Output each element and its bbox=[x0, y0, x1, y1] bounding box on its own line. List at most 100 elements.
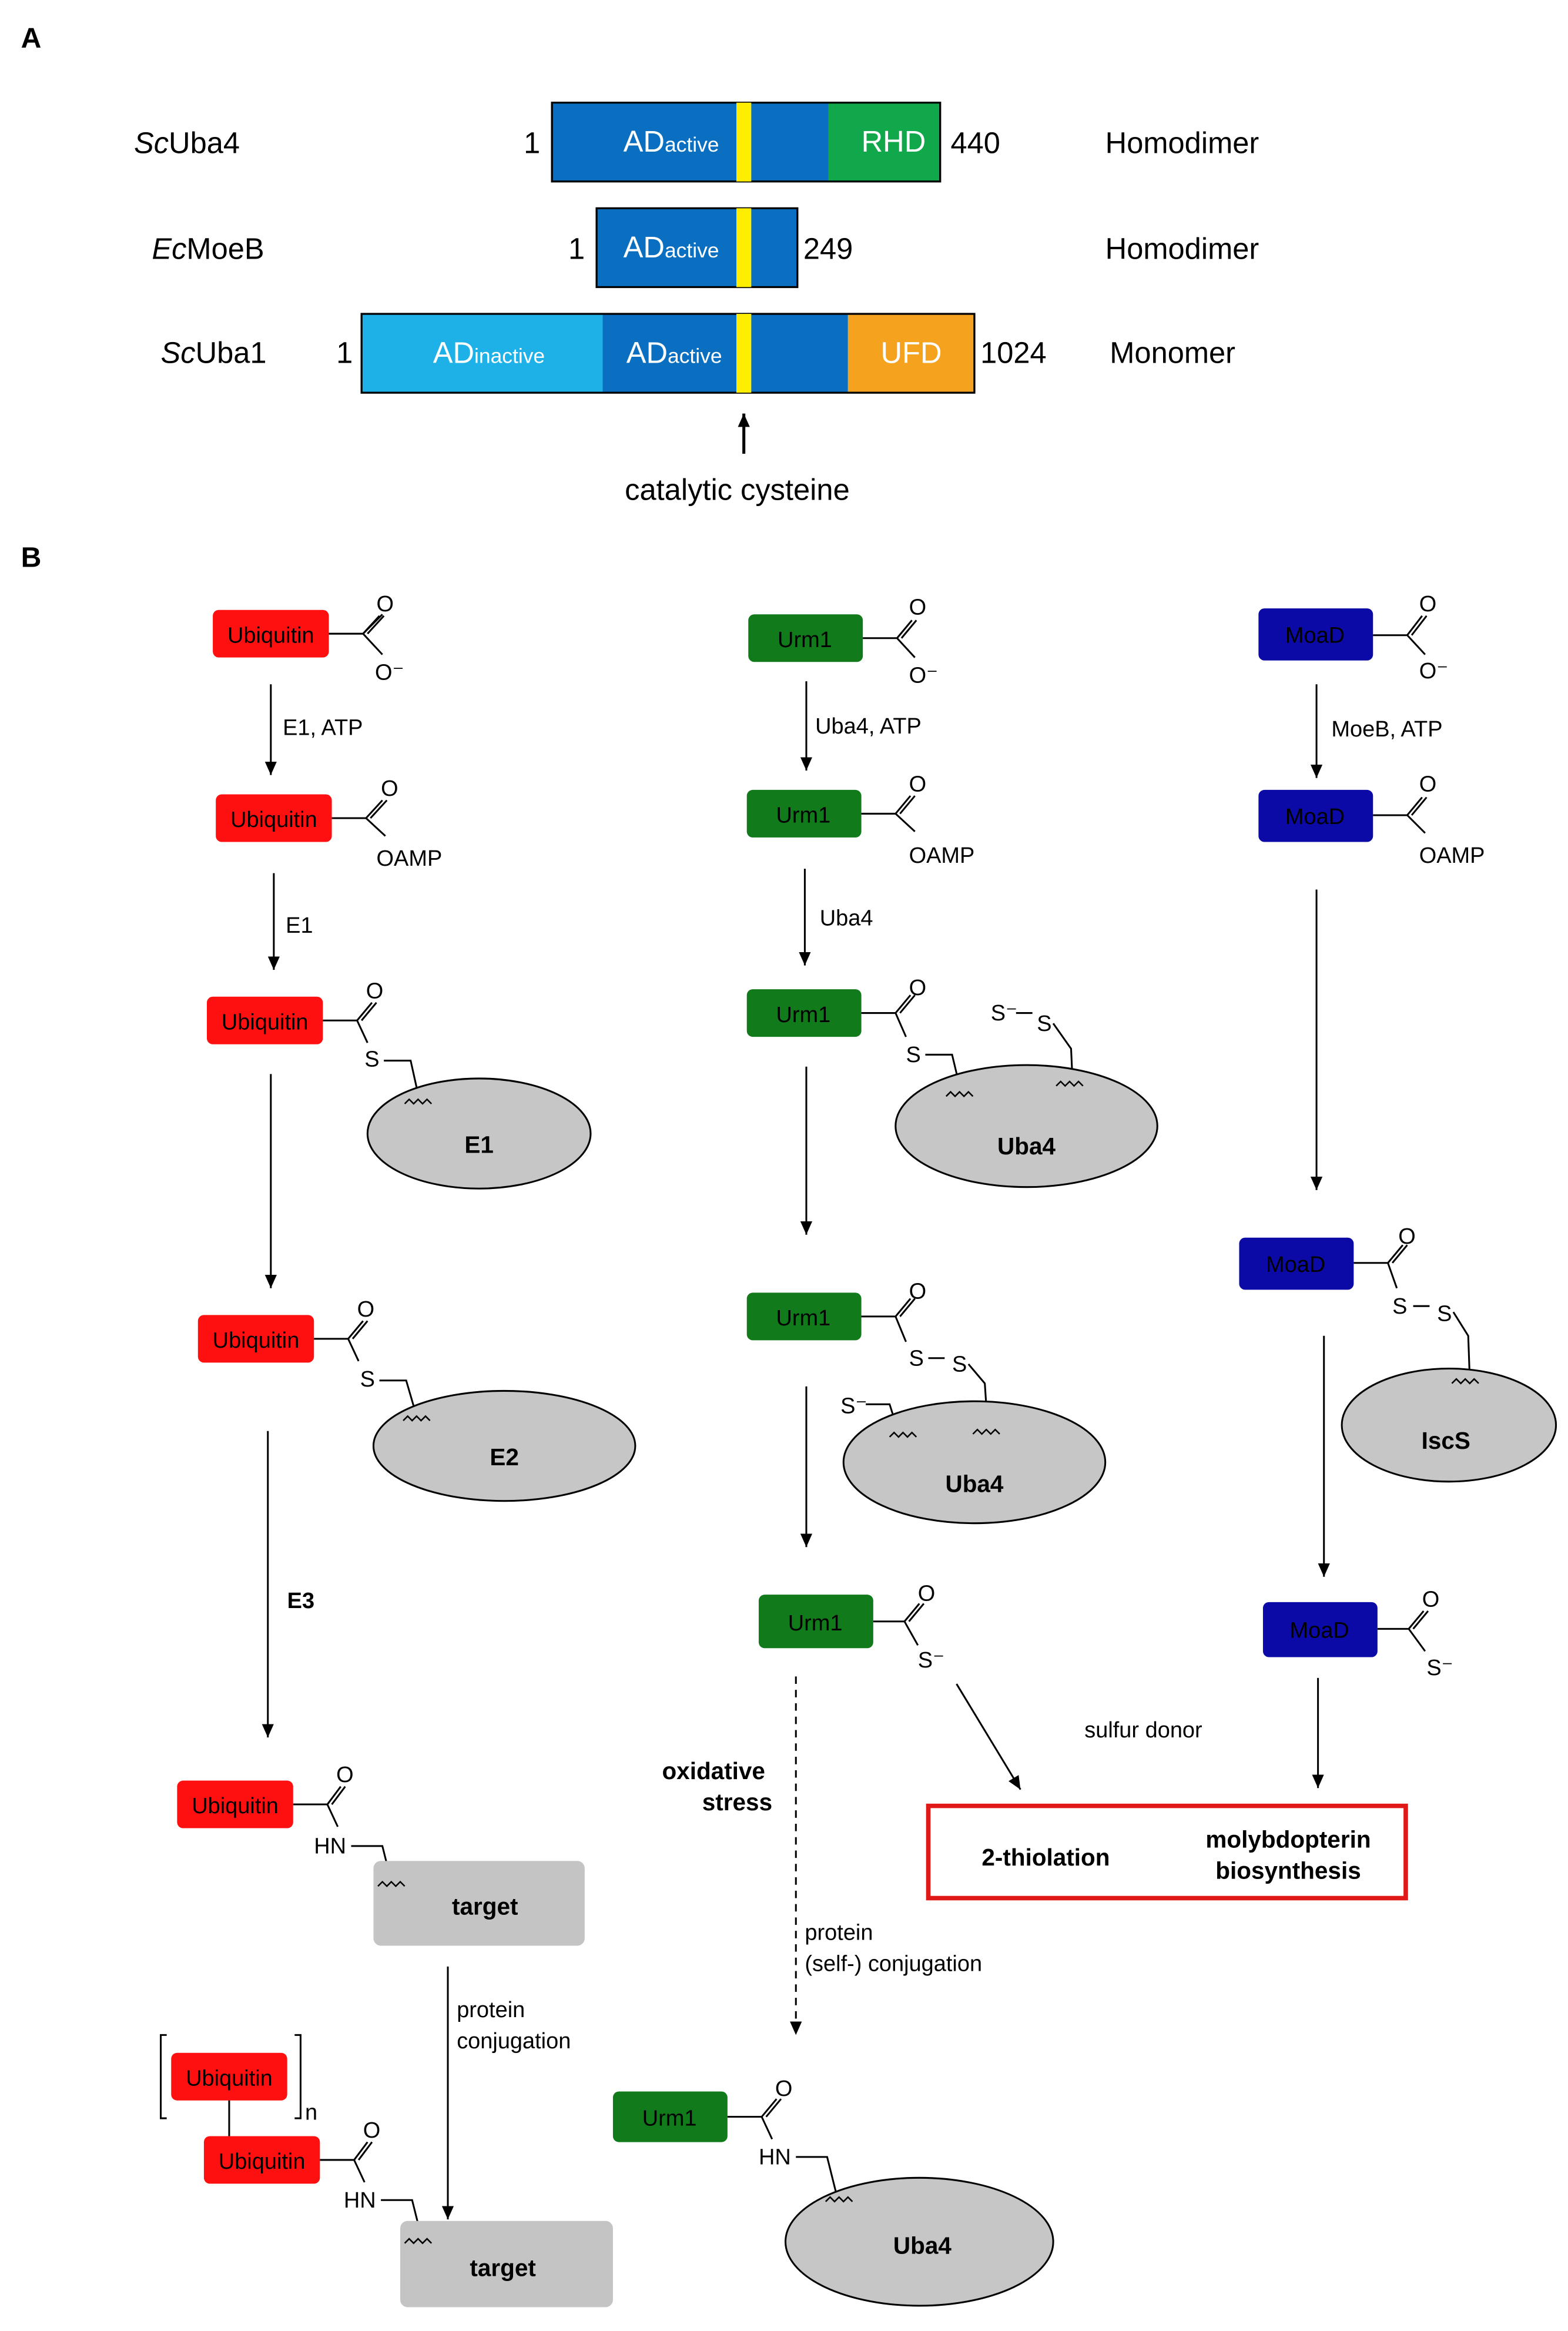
thiocarboxylate-sulfur: S⁻ bbox=[1426, 1656, 1453, 1680]
ad-active-label: ADactive bbox=[624, 125, 719, 158]
repeat-bracket-left bbox=[160, 2034, 167, 2119]
rhd-label: RHD bbox=[862, 125, 926, 158]
catalytic-cysteine-marker bbox=[736, 102, 752, 182]
step-label: E3 bbox=[287, 1589, 314, 1613]
urm1-tag bbox=[758, 1595, 873, 1649]
sulfur-donor-label: sulfur donor bbox=[1084, 1718, 1202, 1743]
oxygen-label: O bbox=[909, 976, 927, 1000]
amide-label: HN bbox=[314, 1834, 346, 1859]
ufd-label: UFD bbox=[881, 336, 942, 370]
ad-active-label: ADactive bbox=[626, 336, 722, 370]
end-residue: 440 bbox=[950, 126, 1000, 160]
step-label: protein bbox=[805, 1920, 873, 1945]
ubiquitin-pathway: Ubiquitin O O⁻ E1, ATP Ubiquitin O OAMP … bbox=[160, 592, 636, 2307]
oxygen-label: O bbox=[357, 1297, 375, 1322]
protein-name: EcMoeB bbox=[152, 232, 264, 265]
panel-a-label: A bbox=[21, 22, 42, 54]
step-label: conjugation bbox=[457, 2029, 571, 2054]
ubiquitin-tag-label: Ubiquitin bbox=[219, 2149, 306, 2174]
moad-pathway: MoaD O O⁻ MoeB, ATP MoaD O OAMP MoaD O S… bbox=[1239, 592, 1557, 1789]
ubiquitin-tag bbox=[213, 609, 329, 658]
urm1-tag-label: Urm1 bbox=[778, 628, 832, 652]
moad-tag bbox=[1239, 1237, 1354, 1290]
amide-label: HN bbox=[344, 2188, 376, 2213]
sulfur-label: S bbox=[1392, 1294, 1407, 1319]
carboxylate-oxygen: O⁻ bbox=[375, 661, 404, 685]
moad-tag-label: MoaD bbox=[1290, 1619, 1349, 1643]
oxygen-label: O bbox=[775, 2077, 793, 2101]
urm1-tag-label: Urm1 bbox=[776, 803, 831, 828]
target-label: target bbox=[452, 1893, 518, 1920]
target-label: target bbox=[470, 2254, 535, 2281]
oxygen-label: O bbox=[1419, 772, 1437, 796]
end-residue: 1024 bbox=[980, 336, 1047, 370]
sulfur-label: S bbox=[906, 1043, 921, 1067]
start-residue: 1 bbox=[524, 126, 540, 160]
ubiquitin-tag-label: Ubiquitin bbox=[213, 1328, 300, 1353]
target-protein bbox=[400, 2221, 613, 2307]
carboxylate-oxygen: O⁻ bbox=[909, 664, 939, 688]
start-residue: 1 bbox=[568, 232, 585, 265]
uba4-label: Uba4 bbox=[997, 1133, 1056, 1160]
step-label: E1, ATP bbox=[283, 715, 363, 740]
ubiquitin-tag-label: Ubiquitin bbox=[192, 1794, 279, 1818]
panel-b-label: B bbox=[21, 541, 42, 573]
row-scuba1: ScUba1 1 ADinactive ADactive UFD 1024 Mo… bbox=[161, 313, 1235, 394]
oxygen-label: O bbox=[909, 595, 927, 619]
ad-active-label: ADactive bbox=[624, 230, 719, 264]
ad-active-domain bbox=[552, 102, 829, 182]
oligomer-state: Homodimer bbox=[1105, 232, 1259, 265]
sulfur-label: S bbox=[1437, 1301, 1452, 1326]
protein-name: ScUba1 bbox=[161, 336, 267, 370]
molybdopterin-label: biosynthesis bbox=[1215, 1857, 1361, 1884]
step-label: E1 bbox=[286, 913, 313, 938]
ubiquitin-tag bbox=[206, 996, 323, 1044]
e1-label: E1 bbox=[464, 1131, 494, 1158]
e1-enzyme bbox=[366, 1077, 592, 1190]
iscs-enzyme bbox=[1341, 1367, 1557, 1483]
oxygen-label: O bbox=[377, 592, 394, 617]
ubiquitin-tag-label: Ubiquitin bbox=[222, 1010, 309, 1034]
row-ecmoeb: EcMoeB 1 ADactive 249 Homodimer bbox=[152, 207, 1259, 289]
molybdopterin-label: molybdopterin bbox=[1205, 1826, 1371, 1853]
arrow-to-thiolation bbox=[956, 1683, 1021, 1790]
protein-name: ScUba4 bbox=[134, 126, 240, 160]
step-label: Uba4, ATP bbox=[815, 714, 922, 739]
ufd-domain bbox=[847, 314, 974, 393]
moad-tag bbox=[1262, 1602, 1378, 1657]
urm1-pathway: Urm1 O O⁻ Uba4, ATP Urm1 O OAMP Uba4 Urm… bbox=[612, 595, 1158, 2307]
amide-label: HN bbox=[759, 2145, 791, 2170]
ubiquitin-tag-label: Ubiquitin bbox=[186, 2066, 273, 2091]
carbonyl-double-bond bbox=[362, 615, 380, 635]
carboxylate-oxygen: O⁻ bbox=[1419, 659, 1449, 684]
thiolation-label: 2-thiolation bbox=[981, 1844, 1110, 1871]
oxygen-label: O bbox=[909, 772, 927, 796]
uba4-label: Uba4 bbox=[893, 2232, 951, 2259]
persulfide-sulfur: S⁻ bbox=[991, 1001, 1017, 1026]
ubiquitin-tag bbox=[216, 794, 332, 842]
row-scuba4: ScUba4 1 ADactive RHD 440 Homodimer bbox=[134, 101, 1259, 183]
moad-tag-label: MoaD bbox=[1285, 805, 1345, 829]
ad-active-domain bbox=[602, 314, 848, 393]
urm1-tag-label: Urm1 bbox=[642, 2106, 697, 2131]
ubiquitin-tag bbox=[197, 1315, 314, 1363]
repeat-count: n bbox=[305, 2101, 317, 2125]
repeat-bracket-right bbox=[294, 2034, 301, 2119]
uba4-enzyme bbox=[785, 2176, 1054, 2307]
target-protein bbox=[373, 1861, 585, 1946]
oxygen-label: O bbox=[918, 1581, 936, 1606]
catalytic-cysteine-marker bbox=[736, 314, 752, 393]
oxygen-label: O bbox=[363, 2118, 381, 2143]
sulfur-label: S bbox=[360, 1367, 375, 1392]
thiocarboxylate-sulfur: S⁻ bbox=[918, 1648, 944, 1673]
uba4-enzyme bbox=[842, 1400, 1107, 1525]
oxygen-label: O bbox=[366, 979, 384, 1003]
e2-enzyme bbox=[372, 1389, 636, 1502]
step-label: MoeB, ATP bbox=[1331, 717, 1442, 742]
ubiquitin-tag bbox=[203, 2136, 320, 2184]
oxygen-label: O bbox=[1422, 1587, 1440, 1612]
urm1-tag bbox=[746, 989, 862, 1037]
oamp-label: OAMP bbox=[1419, 843, 1485, 868]
oxygen-label: O bbox=[1419, 592, 1437, 617]
ubiquitin-tag bbox=[171, 2052, 287, 2101]
